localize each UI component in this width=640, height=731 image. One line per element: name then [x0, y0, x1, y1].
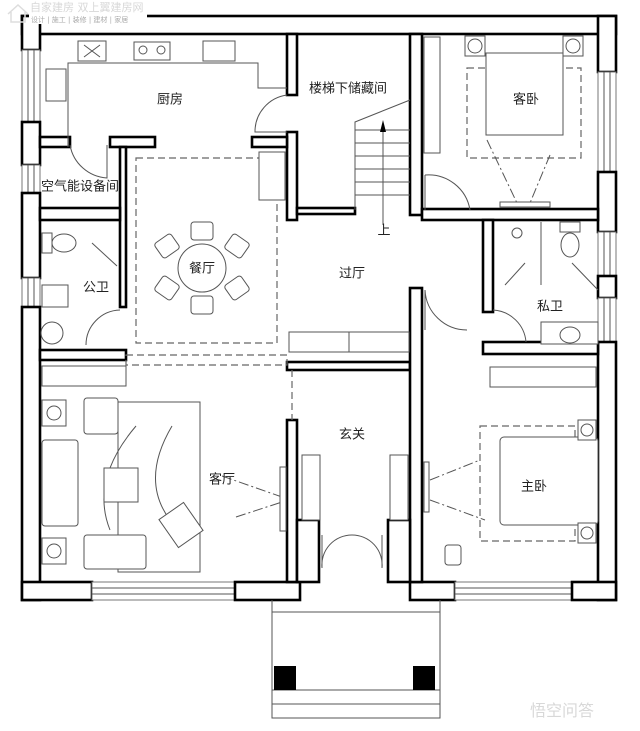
corner-logo: 悟空问答 — [530, 701, 594, 720]
shower-icon — [511, 227, 523, 239]
watermark-subtitle-backing — [29, 14, 147, 24]
label-living: 客厅 — [209, 472, 235, 488]
label-storage: 楼梯下储藏间 — [309, 82, 387, 97]
washbasin-icon — [559, 326, 581, 344]
kitchen-fixtures — [45, 40, 287, 147]
stair — [354, 99, 411, 225]
master-bedroom-furniture — [423, 366, 599, 566]
label-private-bath: 私卫 — [537, 300, 563, 315]
washbasin-icon — [40, 321, 64, 345]
doors — [69, 94, 527, 569]
label-dining: 餐厅 — [189, 261, 215, 277]
toilet-icon — [51, 233, 77, 253]
label-foyer: 玄关 — [339, 428, 365, 443]
entrance-porch — [271, 600, 441, 719]
label-guest-bedroom: 客卧 — [513, 92, 539, 108]
hall-cabinets — [41, 331, 410, 420]
label-public-bath: 公卫 — [83, 281, 109, 296]
label-kitchen: 厨房 — [157, 92, 183, 108]
label-hall: 过厅 — [339, 267, 365, 282]
toilet-icon — [560, 232, 580, 258]
sink-icon — [202, 40, 236, 62]
outer-walls — [20, 14, 618, 602]
column — [413, 666, 435, 690]
interior-walls — [38, 32, 600, 584]
guest-bedroom-furniture — [423, 35, 584, 208]
watermark-title: 自家建房 双上翼建房网 — [30, 0, 144, 14]
label-stair-up: 上 — [377, 224, 390, 239]
room-labels: 厨房 楼梯下储藏间 客卧 空气能设备间 餐厅 过厅 上 公卫 私卫 客厅 玄关 … — [41, 82, 563, 495]
watermark-subtitle: 设计 | 施工 | 装修 | 建材 | 家居 — [31, 15, 128, 24]
label-equipment-room: 空气能设备间 — [41, 179, 119, 195]
column — [274, 666, 296, 690]
dining-furniture — [135, 151, 286, 344]
label-master-bedroom: 主卧 — [521, 480, 547, 495]
living-furniture — [41, 397, 287, 573]
foyer-furniture — [301, 454, 409, 521]
watermark-logo: 自家建房 双上翼建房网 设计 | 施工 | 装修 | 建材 | 家居 — [7, 0, 147, 24]
bath-fixtures — [40, 221, 599, 345]
